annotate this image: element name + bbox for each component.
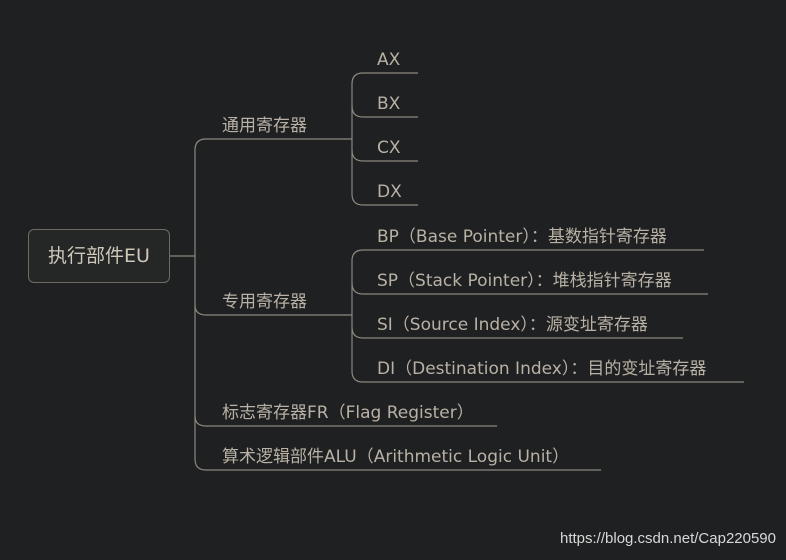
connector-cx	[351, 149, 418, 162]
connector-trunk	[194, 138, 207, 471]
connector-subtrunk-general	[351, 72, 364, 206]
branch-general-registers[interactable]: 通用寄存器	[222, 116, 307, 136]
root-node-execution-unit[interactable]: 执行部件EU	[28, 229, 170, 283]
connector-subtrunk-special	[351, 249, 364, 383]
leaf-ax[interactable]: AX	[377, 50, 401, 70]
leaf-sp[interactable]: SP（Stack Pointer）：堆栈指针寄存器	[377, 271, 672, 291]
branch-special-registers[interactable]: 专用寄存器	[222, 292, 307, 312]
leaf-bx[interactable]: BX	[377, 94, 401, 114]
connector-branch-flag	[194, 415, 497, 427]
branch-flag-register[interactable]: 标志寄存器FR（Flag Register）	[222, 403, 474, 423]
connector-sp	[351, 282, 708, 295]
branch-alu[interactable]: 算术逻辑部件ALU（Arithmetic Logic Unit）	[222, 447, 570, 467]
watermark-url: https://blog.csdn.net/Cap220590	[560, 530, 776, 547]
connector-bx	[351, 105, 418, 118]
leaf-dx[interactable]: DX	[377, 182, 402, 202]
leaf-di[interactable]: DI（Destination Index）：目的变址寄存器	[377, 359, 707, 379]
leaf-si[interactable]: SI（Source Index）：源变址寄存器	[377, 315, 648, 335]
leaf-bp[interactable]: BP（Base Pointer）：基数指针寄存器	[377, 227, 667, 247]
connector-branch-special	[194, 304, 352, 316]
leaf-cx[interactable]: CX	[377, 138, 401, 158]
connector-si	[351, 326, 683, 339]
